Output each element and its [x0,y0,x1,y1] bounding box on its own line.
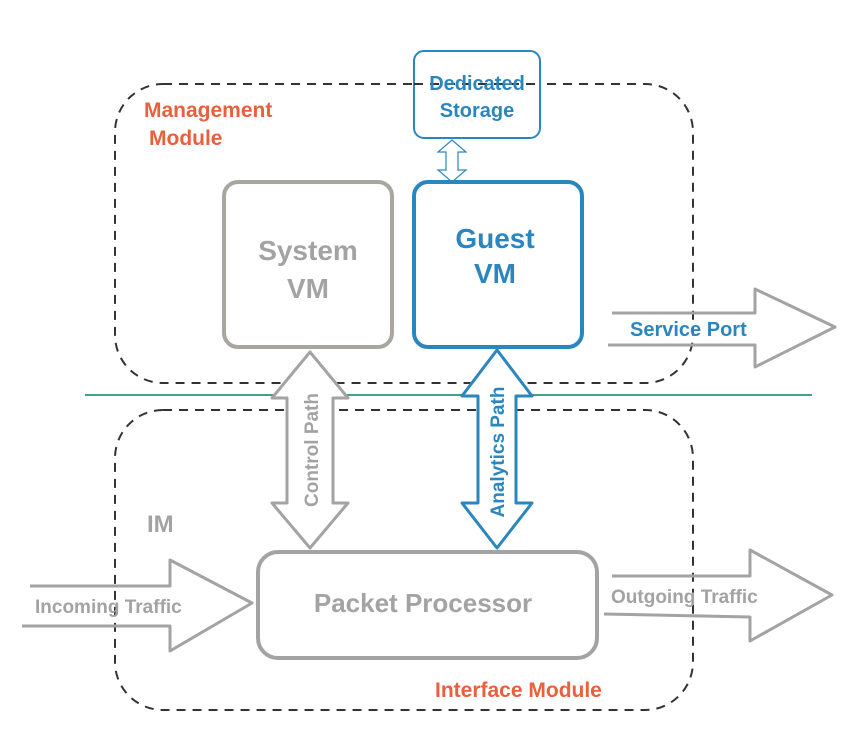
incoming-traffic-arrow[interactable] [22,558,254,653]
control-path-label: Control Path [302,393,323,507]
management-module-label-line2: Module [149,127,223,150]
im-label: IM [147,511,174,538]
system-vm-label-line1: System [258,235,358,266]
dedicated-storage-box[interactable] [413,50,541,139]
incoming-traffic-label: Incoming Traffic [35,597,182,618]
packet-processor-label: Packet Processor [314,588,532,618]
dedicated-storage-label-line2: Storage [440,100,514,122]
guest-vm-box[interactable] [412,180,584,349]
outgoing-traffic-arrow[interactable] [603,548,834,643]
management-module-label-line1: Management [144,99,272,122]
guest-vm-label-line1: Guest [455,223,534,254]
guest-vm-label-line2: VM [474,258,516,289]
packet-processor-box[interactable] [256,550,599,660]
analytics-path-arrow[interactable] [460,348,534,550]
interface-module-boundary [114,409,694,711]
control-path-arrow[interactable] [270,350,350,550]
service-port-label: Service Port [630,319,747,341]
analytics-path-label: Analytics Path [488,387,509,518]
storage-link-arrow [436,139,468,183]
management-module-boundary [114,83,694,384]
dedicated-storage-label-line1: Dedicated [429,73,525,95]
service-port-arrow[interactable] [608,287,837,369]
system-vm-label-line2: VM [287,273,329,304]
outgoing-traffic-label: Outgoing Traffic [611,587,758,608]
system-vm-box[interactable] [222,180,394,349]
interface-module-label: Interface Module [435,679,602,702]
